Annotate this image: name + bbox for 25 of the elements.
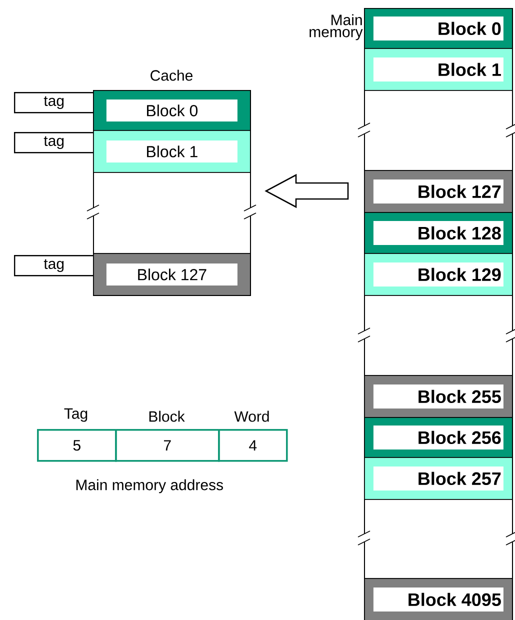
memory-block: Block 127 [364, 170, 513, 213]
address-field: 4 Word [218, 410, 288, 462]
tag-box: tag [14, 255, 94, 276]
memory-block: Block 4095 [364, 578, 513, 620]
address-field: 7 Block [115, 410, 220, 462]
memory-block: Block 129 [364, 253, 513, 296]
node-label: Tag [64, 408, 88, 422]
node-label: Cache [150, 70, 192, 81]
address-field: 5 Tag [37, 408, 117, 462]
block-arrow [264, 174, 349, 208]
node-label: Main memory [310, 14, 363, 40]
caption: Main memory address [76, 479, 223, 494]
memory-block: Block 256 [364, 417, 513, 458]
memory-block: Block 127 [93, 253, 251, 296]
memory-block: Block 0 [364, 8, 513, 49]
node-label: Word [234, 410, 269, 422]
memory-block: Block 1 [364, 48, 513, 91]
memory-block: Block 255 [364, 375, 513, 418]
memory-block: Block 1 [93, 130, 251, 173]
memory-block: Block 128 [364, 212, 513, 254]
node-label: Block [149, 410, 185, 422]
memory-block: Block 257 [364, 457, 513, 500]
tag-box: tag [14, 132, 94, 154]
tag-box: tag [14, 92, 94, 114]
memory-block: Block 0 [93, 90, 251, 131]
